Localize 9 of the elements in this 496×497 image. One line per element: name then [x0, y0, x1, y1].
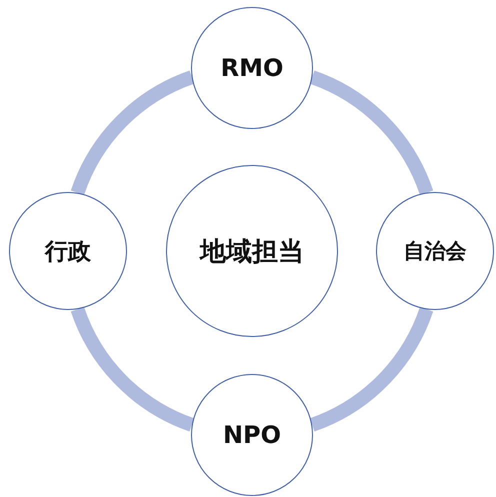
node-label: NPO	[222, 421, 282, 449]
node-label: 自治会	[404, 238, 466, 265]
node-label: RMO	[220, 54, 284, 82]
ring-connector	[70, 306, 194, 432]
ring-connector	[310, 70, 434, 196]
ring-connector	[310, 306, 434, 432]
node-label: 地域担当	[200, 236, 304, 268]
node-label: 行政	[45, 238, 91, 266]
ring-connector	[70, 70, 194, 196]
